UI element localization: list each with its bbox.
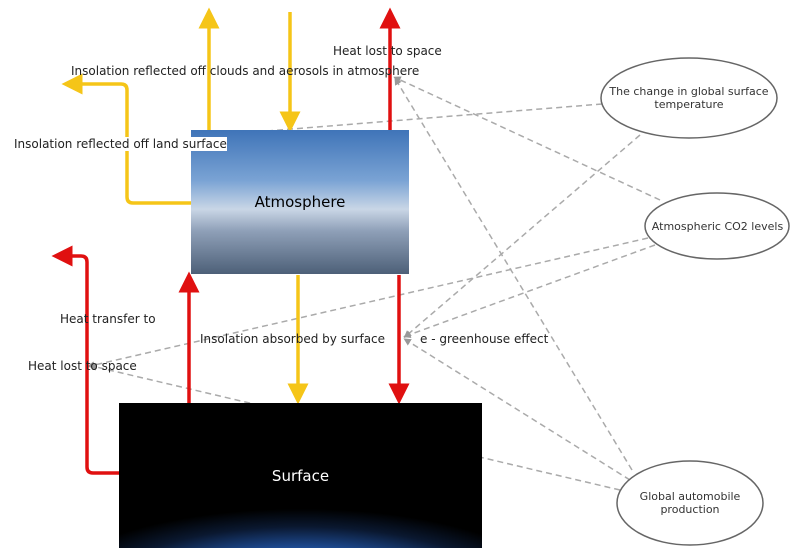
label-heat-lost-left[interactable]: Heat lost to space (28, 359, 137, 373)
atmosphere-label: Atmosphere (254, 193, 346, 211)
label-land[interactable]: Insolation reflected off land surface (14, 137, 227, 151)
label-clouds[interactable]: Insolation reflected off clouds and aero… (71, 64, 420, 78)
node-temperature-shape (600, 57, 778, 139)
node-co2[interactable]: Atmospheric CO2 levels (651, 219, 784, 233)
surface-box[interactable]: Surface (119, 403, 482, 548)
label-heat-lost-top[interactable]: Heat lost to space (333, 44, 442, 58)
node-automobile-shape (616, 460, 764, 546)
node-co2-shape (644, 192, 790, 260)
surface-label: Surface (271, 466, 330, 485)
label-greenhouse[interactable]: e - greenhouse effect (420, 332, 549, 346)
atmosphere-box[interactable]: Atmosphere (191, 130, 409, 274)
node-automobile[interactable]: Global automobile production (639, 490, 741, 516)
label-absorbed[interactable]: Insolation absorbed by surface (200, 332, 386, 346)
heat-lost-left-arrow (51, 245, 119, 475)
label-heat-transfer[interactable]: Heat transfer to (60, 312, 156, 326)
node-temperature[interactable]: The change in global surface temperature (609, 85, 769, 111)
